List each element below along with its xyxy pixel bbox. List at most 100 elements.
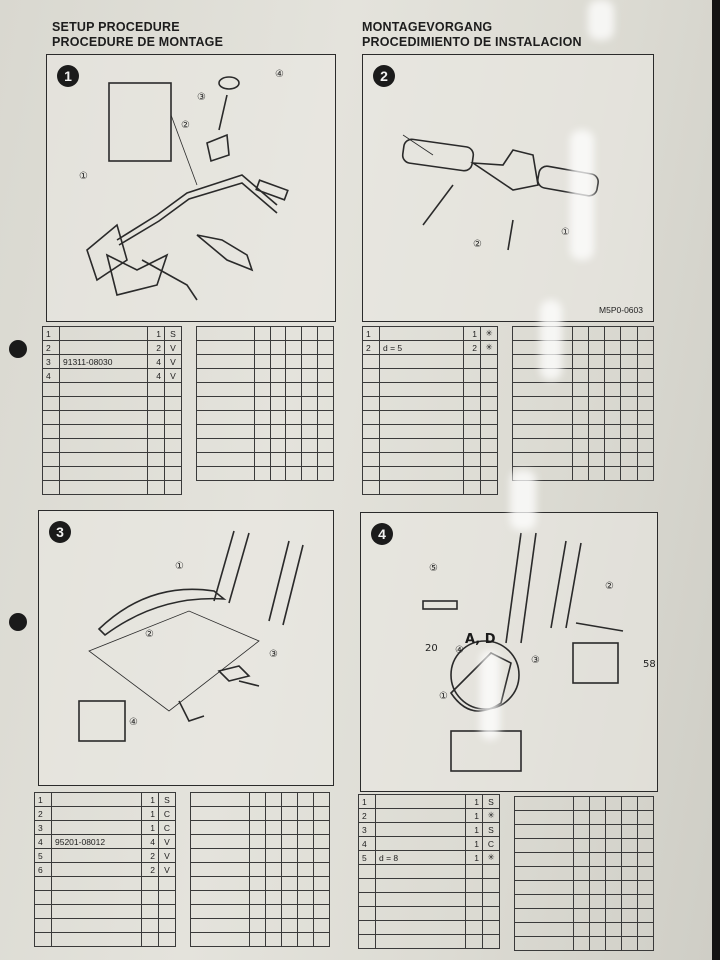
part-kind (164, 438, 182, 453)
blank-cell (253, 452, 271, 467)
blank-cell (571, 438, 589, 453)
part-description (51, 890, 142, 905)
blank-cell (620, 326, 638, 341)
blank-cell (620, 880, 638, 895)
part-quantity (465, 864, 483, 879)
blank-cell (514, 922, 574, 937)
blank-cell (269, 382, 287, 397)
part-kind: V (158, 862, 176, 877)
part-kind: V (158, 848, 176, 863)
blank-cell (280, 890, 298, 905)
table-row (512, 452, 655, 467)
part-quantity (147, 382, 165, 397)
blank-cell (317, 340, 334, 355)
part-description: 95201-08012 (51, 834, 142, 849)
blank-cell (572, 894, 590, 909)
caliper-diagram: ⑤ ② ④ ③ ① 20 58 A, D (422, 532, 656, 772)
blank-cell (587, 452, 606, 467)
blank-cell (285, 424, 303, 439)
part-quantity (141, 890, 159, 905)
part-kind (480, 466, 498, 481)
blank-cell (317, 424, 334, 439)
blank-cell (248, 904, 266, 919)
part-description (379, 368, 464, 383)
part-kind: S (482, 822, 500, 837)
part-description (59, 326, 148, 341)
table-row (362, 410, 498, 425)
blank-cell (301, 340, 319, 355)
table-row (42, 480, 182, 495)
part-description (375, 864, 466, 879)
blank-cell (604, 424, 622, 439)
blank-cell (587, 396, 606, 411)
blank-cell (196, 424, 255, 439)
part-description (379, 396, 464, 411)
part-number (42, 452, 60, 467)
blank-cell (588, 894, 606, 909)
callout-2: ② (145, 629, 154, 640)
blank-cell (312, 918, 331, 933)
blank-cell (512, 424, 573, 439)
part-kind (164, 396, 182, 411)
blank-cell (248, 862, 266, 877)
blank-cell (190, 904, 250, 919)
blank-cell (587, 354, 606, 369)
blank-cell (571, 326, 589, 341)
table-row (358, 864, 500, 879)
part-description (375, 934, 466, 949)
part-description (51, 904, 142, 919)
blank-cell (620, 382, 638, 397)
table-row (362, 452, 498, 467)
part-description (51, 820, 142, 835)
blank-cell (296, 918, 314, 933)
part-kind (480, 424, 498, 439)
callout-2: ② (473, 239, 482, 250)
part-kind: S (158, 792, 176, 807)
background-edge (712, 0, 720, 960)
part-number (362, 396, 380, 411)
part-description (59, 396, 148, 411)
blank-cell (588, 908, 606, 923)
part-quantity: 4 (147, 354, 165, 369)
table-row (362, 480, 498, 495)
part-quantity: 1 (147, 326, 165, 341)
blank-cell (604, 880, 622, 895)
part-kind (482, 892, 500, 907)
table-row (512, 326, 655, 341)
blank-cell (512, 396, 573, 411)
blank-cell (620, 810, 638, 825)
part-kind: V (164, 368, 182, 383)
table-row (190, 834, 331, 849)
part-kind (164, 452, 182, 467)
part-number: 6 (34, 862, 52, 877)
part-description (379, 410, 464, 425)
blank-cell (317, 466, 334, 481)
table-row (362, 424, 498, 439)
blank-cell (317, 438, 334, 453)
blank-cell (269, 410, 287, 425)
blank-cell (587, 410, 606, 425)
part-kind (164, 466, 182, 481)
step-number-2: 2 (373, 65, 395, 87)
part-description (375, 794, 466, 809)
part-number: 3 (358, 822, 376, 837)
part-number: 1 (362, 326, 380, 341)
blank-cell (301, 382, 319, 397)
table-row (42, 396, 182, 411)
blank-cell (636, 368, 655, 383)
blank-cell (285, 452, 303, 467)
blank-cell (296, 806, 314, 821)
blank-cell (312, 834, 331, 849)
blank-cell (604, 438, 622, 453)
part-number: 4 (42, 368, 60, 383)
blank-cell (588, 880, 606, 895)
blank-cell (587, 368, 606, 383)
blank-cell (301, 452, 319, 467)
